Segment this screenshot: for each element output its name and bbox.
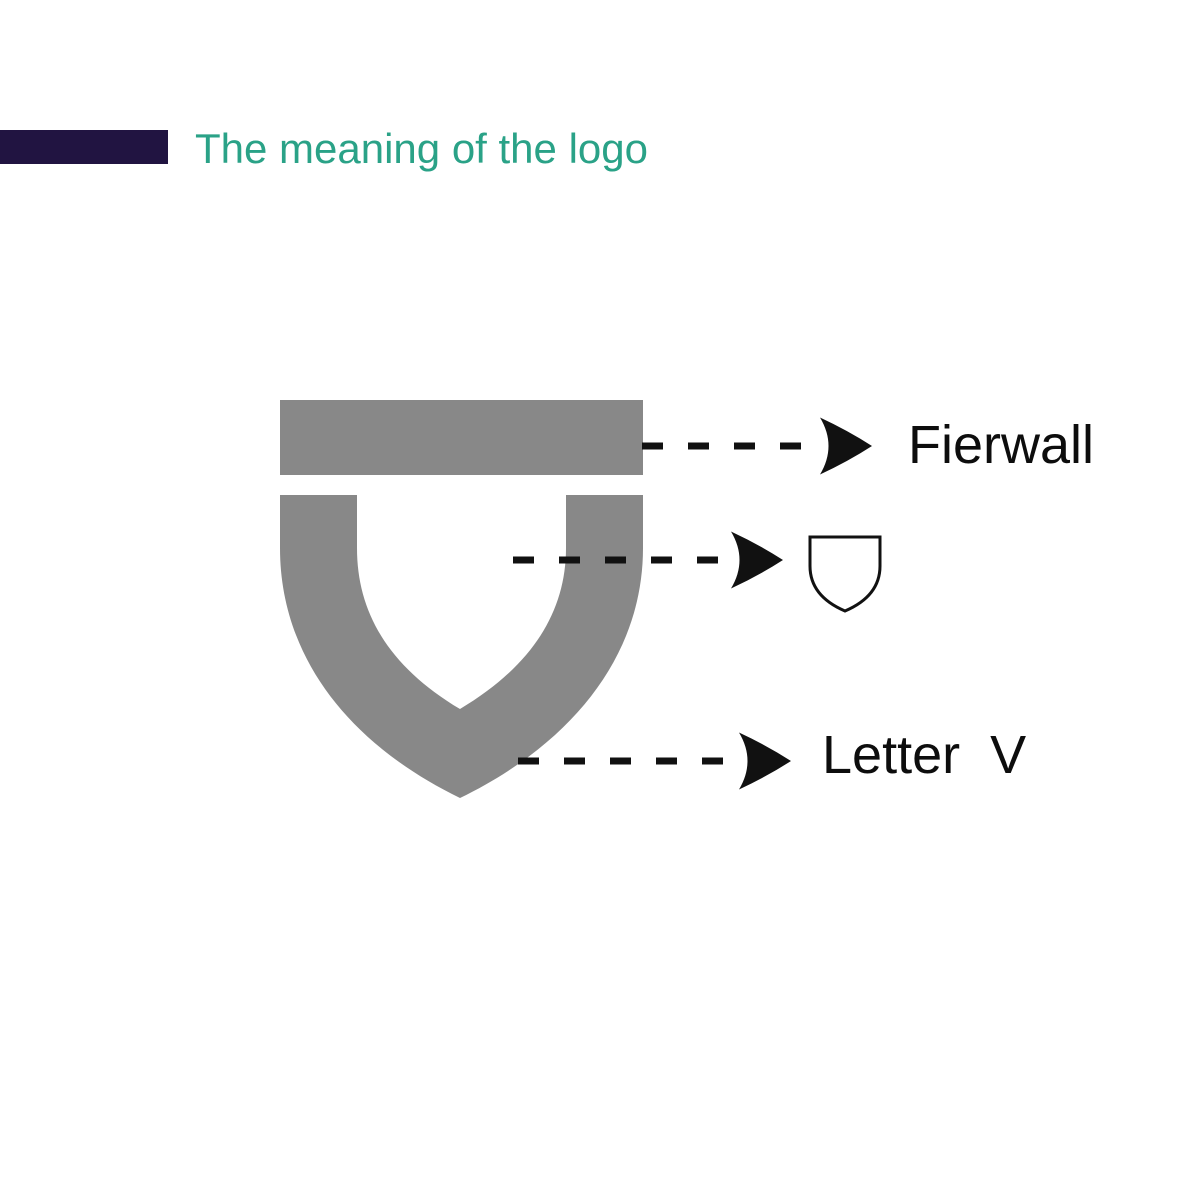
logo-letter-v-shield [280, 495, 643, 798]
shield-outline-icon [808, 535, 882, 613]
arrow-to-shield [513, 531, 783, 589]
logo-firewall-bar [280, 400, 643, 475]
page-title: The meaning of the logo [195, 125, 648, 172]
label-letter-v: Letter V [822, 725, 1027, 785]
label-firewall: Fierwall [908, 415, 1095, 475]
arrow-to-letter-v [518, 732, 791, 790]
arrowhead-icon [731, 531, 783, 589]
arrowhead-icon [739, 732, 791, 790]
arrow-to-firewall [642, 417, 872, 475]
header-accent-bar [0, 130, 168, 164]
arrowhead-icon [820, 417, 872, 475]
